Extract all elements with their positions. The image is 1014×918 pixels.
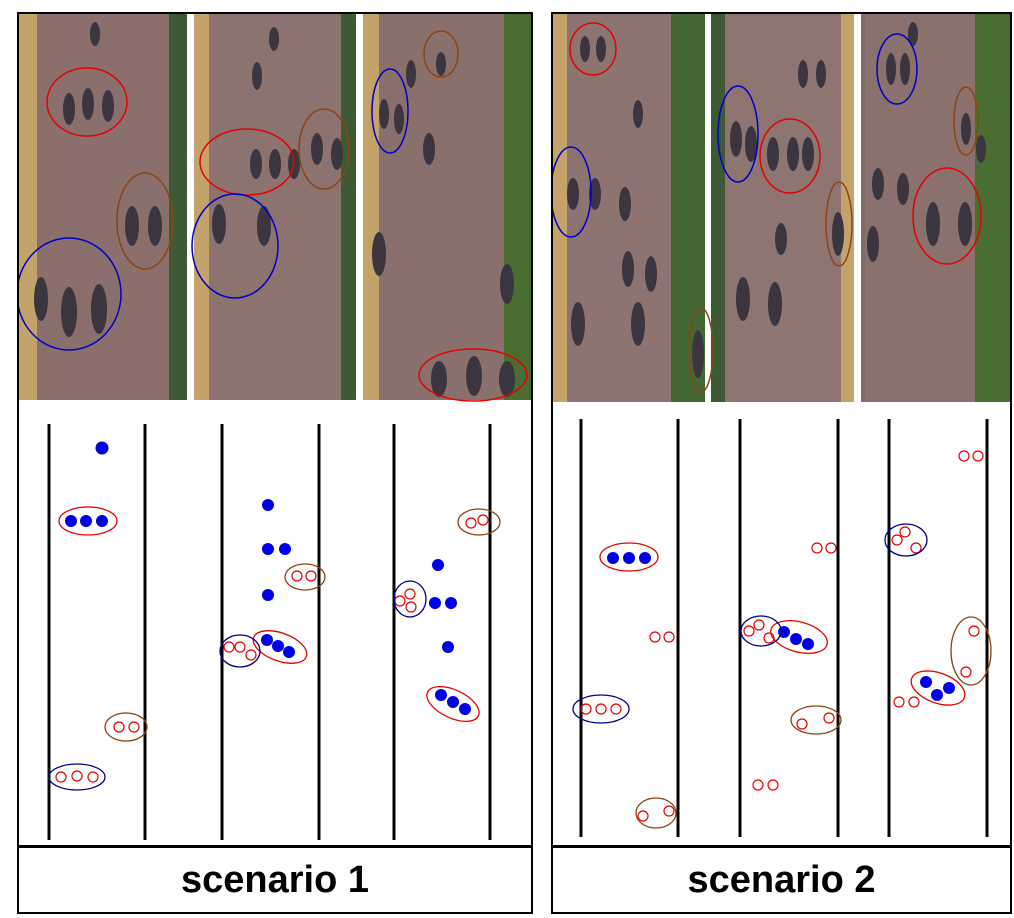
- pedestrians-5: [730, 60, 844, 326]
- walkway-2: [209, 14, 341, 400]
- scenario-1-panel: scenario 1: [17, 12, 533, 914]
- scenario-2-figure: [553, 14, 1010, 837]
- group-ellipses-1: [48, 506, 501, 791]
- building-wall-4: [553, 14, 567, 402]
- track-lines-1: [47, 424, 492, 840]
- walkway-3: [379, 14, 504, 400]
- pedestrians-3: [372, 52, 515, 397]
- bushes-3: [504, 14, 531, 400]
- bushes-1: [169, 14, 187, 400]
- bushes-5: [711, 14, 725, 402]
- building-wall-2: [194, 14, 209, 400]
- photo-group-markers-2: [553, 22, 982, 393]
- pedestrians-1: [34, 22, 162, 337]
- walkway-1: [37, 14, 169, 400]
- pedestrians-4: [567, 36, 704, 378]
- scenario-1-photo-strip: [19, 14, 531, 402]
- building-wall-3: [363, 14, 379, 400]
- scenario-1-figure: [19, 14, 531, 840]
- scenario-2-caption: scenario 2: [553, 845, 1010, 912]
- scenario-1-caption: scenario 1: [19, 845, 531, 912]
- people-rings-1: [55, 514, 489, 783]
- track-lines-2: [579, 419, 989, 837]
- building-wall-1: [19, 14, 37, 400]
- scenario-2-schematic: [572, 419, 992, 837]
- people-dots-1: [65, 441, 471, 715]
- scenario-2-photo-strip: [553, 14, 1010, 402]
- people-rings-2: [580, 450, 984, 822]
- scenario-1-schematic: [47, 424, 501, 840]
- building-wall-5: [841, 14, 854, 402]
- pedestrians-2: [212, 27, 343, 246]
- walkway-4: [567, 14, 671, 402]
- scenario-2-panel: scenario 2: [551, 12, 1012, 914]
- group-ellipses-2: [572, 523, 992, 829]
- bushes-2: [341, 14, 356, 400]
- photo-group-markers-1: [19, 30, 528, 402]
- pedestrians-6: [867, 22, 986, 262]
- people-dots-2: [607, 552, 955, 701]
- walkway-6: [865, 14, 975, 402]
